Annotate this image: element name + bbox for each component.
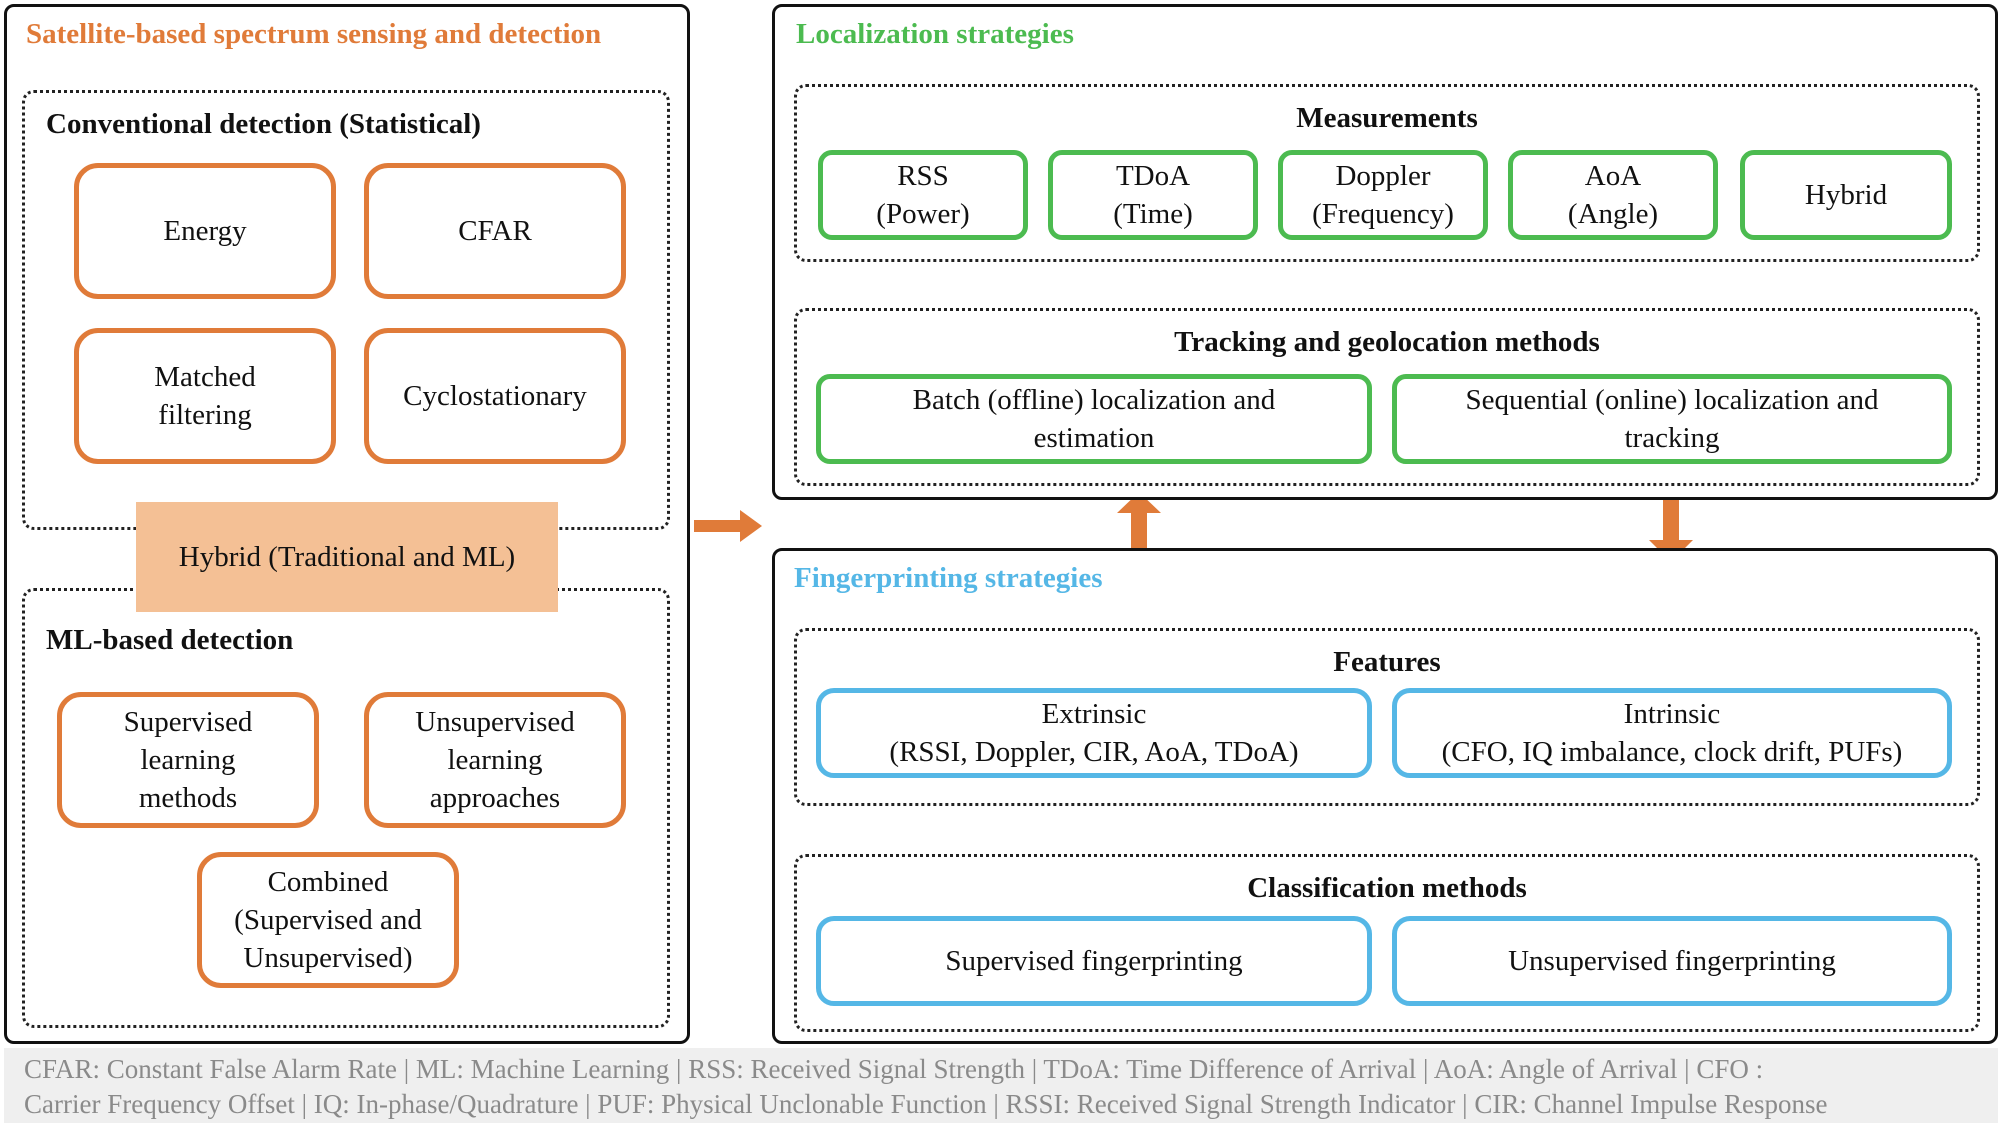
batch-localization-line-2: estimation [1033,422,1155,454]
classification-title: Classification methods [1247,872,1527,904]
unsupervised-learning-line-2: learning [447,744,543,776]
sequential-localization-line-1: Sequential (online) localization and [1465,384,1879,416]
localization-panel-title: Localization strategies [796,18,1074,50]
cyclostationary-box: Cyclostationary [364,328,626,464]
supervised-learning-line-3: methods [138,782,238,814]
intrinsic-features-line-1: Intrinsic [1623,698,1721,730]
tdoa-time-box: TDoA (Time) [1048,150,1258,240]
doppler-frequency-box: Doppler (Frequency) [1278,150,1488,240]
aoa-angle-line-2: (Angle) [1567,198,1659,230]
supervised-learning-line-2: learning [140,744,236,776]
features-group [794,628,1980,806]
hybrid-measurement-box: Hybrid [1740,150,1952,240]
conventional-detection-title: Conventional detection (Statistical) [46,108,481,140]
hybrid-detection-band: Hybrid (Traditional and ML) [136,502,558,612]
conventional-detection-group [22,90,670,530]
supervised-fingerprinting-box: Supervised fingerprinting [816,916,1372,1006]
measurements-group [794,84,1980,262]
energy-box: Energy [74,163,336,299]
combined-learning-line-1: Combined [267,866,389,898]
supervised-learning-line-1: Supervised [123,706,253,738]
doppler-frequency-line-1: Doppler [1335,160,1431,192]
cyclostationary-box-line: Cyclostationary [403,380,587,412]
tracking-title: Tracking and geolocation methods [1174,326,1600,358]
unsupervised-fingerprinting-box: Unsupervised fingerprinting [1392,916,1952,1006]
intrinsic-features-line-2: (CFO, IQ imbalance, clock drift, PUFs) [1441,736,1903,768]
rss-power-line-1: RSS [897,160,949,192]
rss-power-line-2: (Power) [876,198,970,230]
classification-group [794,854,1980,1032]
matched-filtering-box: Matched filtering [74,328,336,464]
combined-learning-box: Combined (Supervised and Unsupervised) [197,852,459,988]
tracking-group [794,308,1980,486]
supervised-fingerprinting-line: Supervised fingerprinting [945,945,1243,977]
detection-panel-title: Satellite-based spectrum sensing and det… [26,18,602,50]
features-title: Features [1333,646,1441,678]
unsupervised-learning-line-3: approaches [429,782,561,814]
abbreviations-line-2: Carrier Frequency Offset | IQ: In-phase/… [24,1089,1828,1119]
matched-filtering-line-2: filtering [158,399,252,431]
measurements-title: Measurements [1296,102,1478,134]
rss-power-box: RSS (Power) [818,150,1028,240]
sequential-localization-line-2: tracking [1624,422,1720,454]
extrinsic-features-line-1: Extrinsic [1041,698,1147,730]
energy-box-line: Energy [163,215,247,247]
abbreviations-footnote: CFAR: Constant False Alarm Rate | ML: Ma… [4,1048,1998,1123]
cfar-box-line: CFAR [458,215,532,247]
arrow-up-orange [1117,492,1161,556]
supervised-learning-box: Supervised learning methods [57,692,319,828]
combined-learning-line-3: Unsupervised) [243,942,413,974]
extrinsic-features-box: Extrinsic (RSSI, Doppler, CIR, AoA, TDoA… [816,688,1372,778]
tdoa-time-line-1: TDoA [1115,160,1191,192]
unsupervised-learning-box: Unsupervised learning approaches [364,692,626,828]
sequential-localization-box: Sequential (online) localization and tra… [1392,374,1952,464]
unsupervised-fingerprinting-line: Unsupervised fingerprinting [1508,945,1836,977]
hybrid-measurement-line: Hybrid [1804,179,1888,211]
combined-learning-line-2: (Supervised and [234,904,422,936]
tdoa-time-line-2: (Time) [1113,198,1193,230]
fingerprinting-panel-title: Fingerprinting strategies [794,562,1103,594]
doppler-frequency-line-2: (Frequency) [1312,198,1454,230]
ml-detection-title: ML-based detection [46,624,294,656]
aoa-angle-box: AoA (Angle) [1508,150,1718,240]
unsupervised-learning-line-1: Unsupervised [415,706,575,738]
cfar-box: CFAR [364,163,626,299]
matched-filtering-line-1: Matched [154,361,256,393]
extrinsic-features-line-2: (RSSI, Doppler, CIR, AoA, TDoA) [889,736,1299,768]
abbreviations-line-1: CFAR: Constant False Alarm Rate | ML: Ma… [24,1054,1764,1084]
hybrid-detection-label: Hybrid (Traditional and ML) [178,540,516,573]
intrinsic-features-box: Intrinsic (CFO, IQ imbalance, clock drif… [1392,688,1952,778]
batch-localization-line-1: Batch (offline) localization and [912,384,1276,416]
aoa-angle-line-1: AoA [1584,160,1642,192]
batch-localization-box: Batch (offline) localization and estimat… [816,374,1372,464]
arrow-right-orange [694,510,762,542]
